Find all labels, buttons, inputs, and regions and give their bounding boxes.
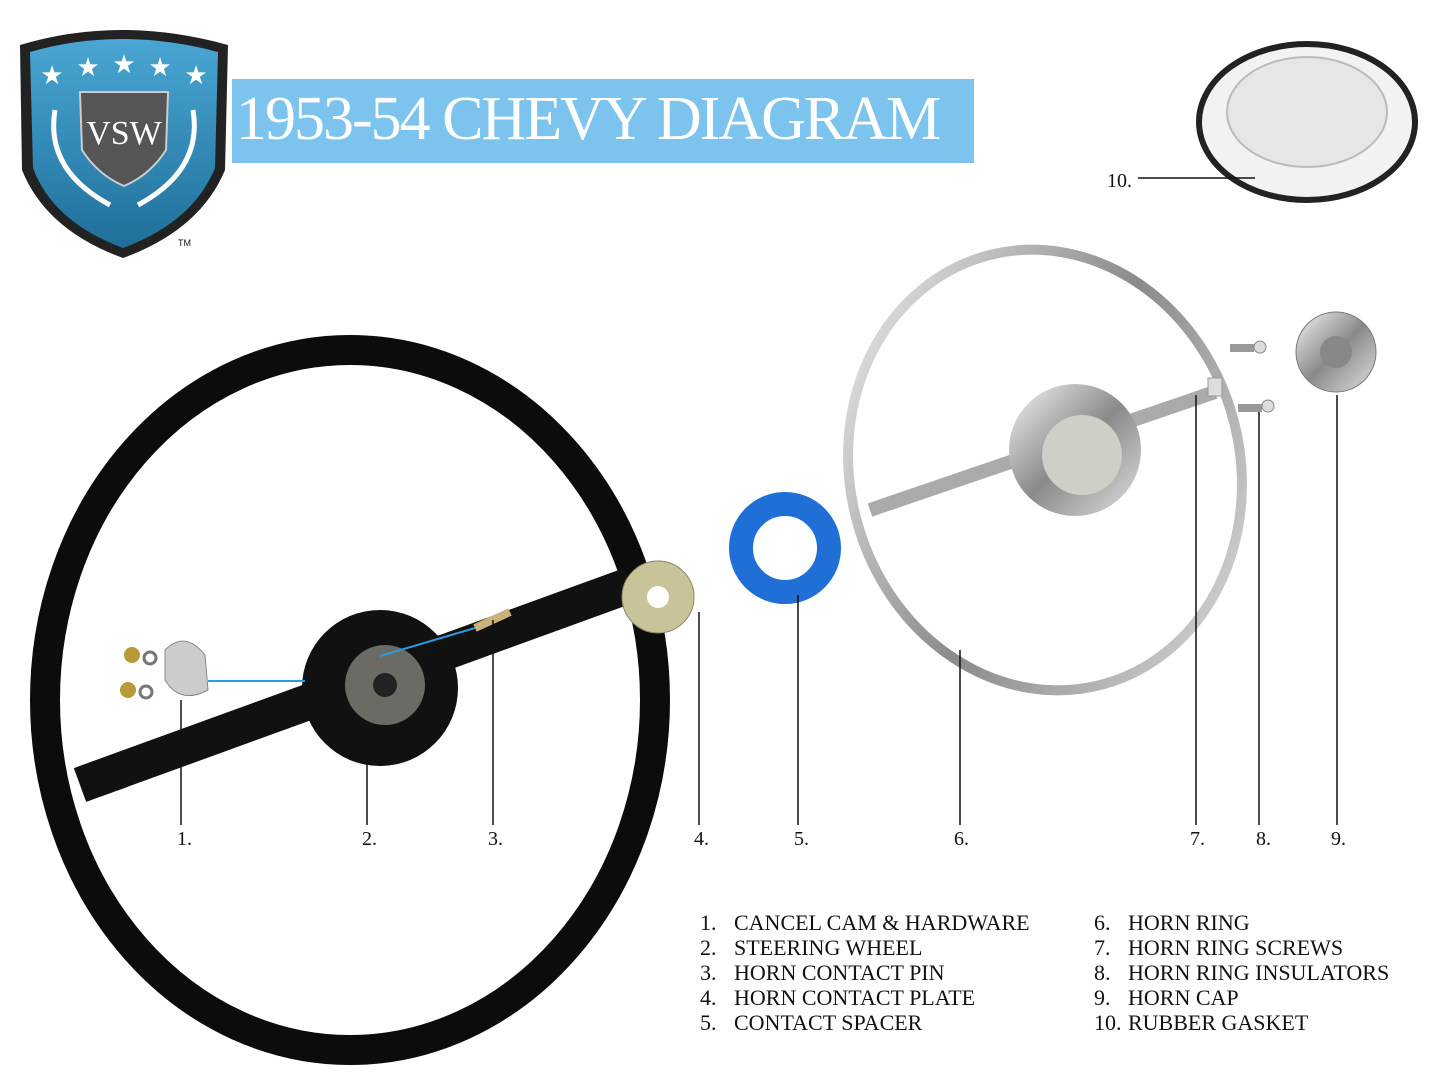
callout-5: 5. [794,828,809,850]
leader-lines [180,177,1338,825]
legend-number: 8. [1094,960,1111,985]
legend-label: HORN RING [1128,910,1250,935]
legend-number: 9. [1094,985,1111,1010]
legend-item: 2. STEERING WHEEL [700,935,922,961]
trademark-mark: TM [178,238,191,248]
legend-item: 10.RUBBER GASKET [1094,1010,1308,1036]
callout-9: 9. [1331,828,1346,850]
vsw-logo: ★ ★ ★ ★ ★ VSW [20,30,228,258]
horn-cap-image [1295,311,1377,393]
legend-number: 2. [700,935,717,960]
legend-label: HORN CAP [1128,985,1239,1010]
contact-spacer-image [729,492,841,604]
legend-label: HORN RING INSULATORS [1128,960,1390,985]
horn-contact-plate-image [621,560,695,634]
callout-8: 8. [1256,828,1271,850]
callout-3: 3. [488,828,503,850]
svg-text:★: ★ [112,50,135,80]
legend-item: 1. CANCEL CAM & HARDWARE [700,910,1030,936]
legend-label: CONTACT SPACER [734,1010,923,1035]
legend-number: 5. [700,1010,717,1035]
rubber-gasket-image [1196,41,1418,203]
svg-text:VSW: VSW [86,115,162,152]
horn-ring-image [843,244,1247,696]
legend-label: HORN CONTACT PIN [734,960,945,985]
svg-text:★: ★ [184,61,207,91]
legend-item: 9. HORN CAP [1094,985,1239,1011]
legend-item: 8. HORN RING INSULATORS [1094,960,1389,986]
legend-label: RUBBER GASKET [1128,1010,1309,1035]
legend-number: 3. [700,960,717,985]
legend-item: 3. HORN CONTACT PIN [700,960,945,986]
legend-number: 4. [700,985,717,1010]
horn-ring-insulators-image [1230,340,1275,413]
title-banner [232,79,974,163]
legend-label: STEERING WHEEL [734,935,923,960]
svg-text:★: ★ [148,53,171,83]
legend-item: 4. HORN CONTACT PLATE [700,985,975,1011]
legend-number: 1. [700,910,717,935]
legend-number: 6. [1094,910,1111,935]
legend-item: 6. HORN RING [1094,910,1250,936]
legend-number: 7. [1094,935,1111,960]
steering-wheel-image [30,335,670,1065]
legend-label: HORN CONTACT PLATE [734,985,976,1010]
cancel-cam-hardware-image [120,640,209,700]
callout-1: 1. [177,828,192,850]
callout-7: 7. [1190,828,1205,850]
page-title: 1953-54 CHEVY DIAGRAM [236,85,941,153]
callout-10: 10. [1107,170,1132,192]
legend-item: 5. CONTACT SPACER [700,1010,922,1036]
legend-label: CANCEL CAM & HARDWARE [734,910,1030,935]
horn-ring-screws-image [1207,377,1223,397]
legend-item: 7. HORN RING SCREWS [1094,935,1343,961]
legend-number: 10. [1094,1010,1122,1035]
callout-2: 2. [362,828,377,850]
svg-text:★: ★ [40,61,63,91]
svg-text:★: ★ [76,53,99,83]
legend-label: HORN RING SCREWS [1128,935,1344,960]
callout-6: 6. [954,828,969,850]
callout-4: 4. [694,828,709,850]
